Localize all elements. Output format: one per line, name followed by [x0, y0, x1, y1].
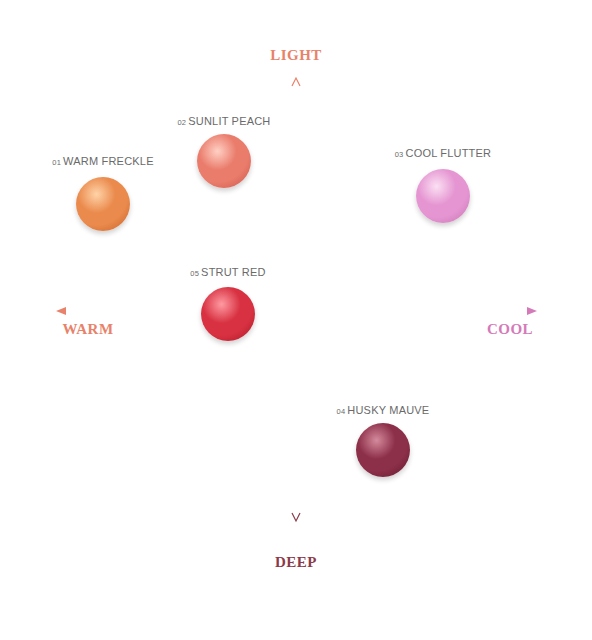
- shade-label: 04HUSKY MAUVE: [337, 403, 430, 417]
- shade-label: 05STRUT RED: [190, 265, 265, 279]
- axis-label: COOL: [485, 321, 535, 338]
- colour-ball: [197, 134, 251, 188]
- shade-number: 01: [52, 158, 61, 167]
- shade-number: 05: [190, 269, 199, 278]
- shade-name: WARM FRECKLE: [63, 155, 154, 167]
- axis-arrow: [56, 307, 66, 315]
- colour-ball: [201, 287, 255, 341]
- shade-label: 03COOL FLUTTER: [395, 146, 491, 160]
- colour-ball: [416, 169, 470, 223]
- shade-label: 01WARM FRECKLE: [52, 154, 153, 168]
- colour-ball: [356, 423, 410, 477]
- shade-number: 04: [337, 407, 346, 416]
- shade-swatch: 03COOL FLUTTER: [395, 146, 491, 223]
- axis-arrow: [292, 513, 300, 521]
- shade-swatch: 02SUNLIT PEACH: [177, 114, 270, 188]
- shade-swatch: 01WARM FRECKLE: [52, 154, 153, 231]
- axis-label: LIGHT: [268, 47, 324, 64]
- shade-name: HUSKY MAUVE: [347, 404, 429, 416]
- shade-name: STRUT RED: [201, 266, 266, 278]
- axis-label: WARM: [60, 321, 115, 338]
- axis-arrow: [527, 307, 537, 315]
- shade-name: COOL FLUTTER: [406, 147, 492, 159]
- axis-label: DEEP: [273, 554, 319, 571]
- shade-swatch: 05STRUT RED: [190, 265, 265, 341]
- axis-arrow: [292, 78, 300, 86]
- shade-name: SUNLIT PEACH: [188, 115, 270, 127]
- vertical-axis: [295, 82, 296, 517]
- shade-number: 02: [177, 118, 186, 127]
- shade-label: 02SUNLIT PEACH: [177, 114, 270, 128]
- shade-number: 03: [395, 150, 404, 159]
- colour-ball: [76, 177, 130, 231]
- shade-swatch: 04HUSKY MAUVE: [337, 403, 430, 477]
- horizontal-axis: [60, 310, 533, 311]
